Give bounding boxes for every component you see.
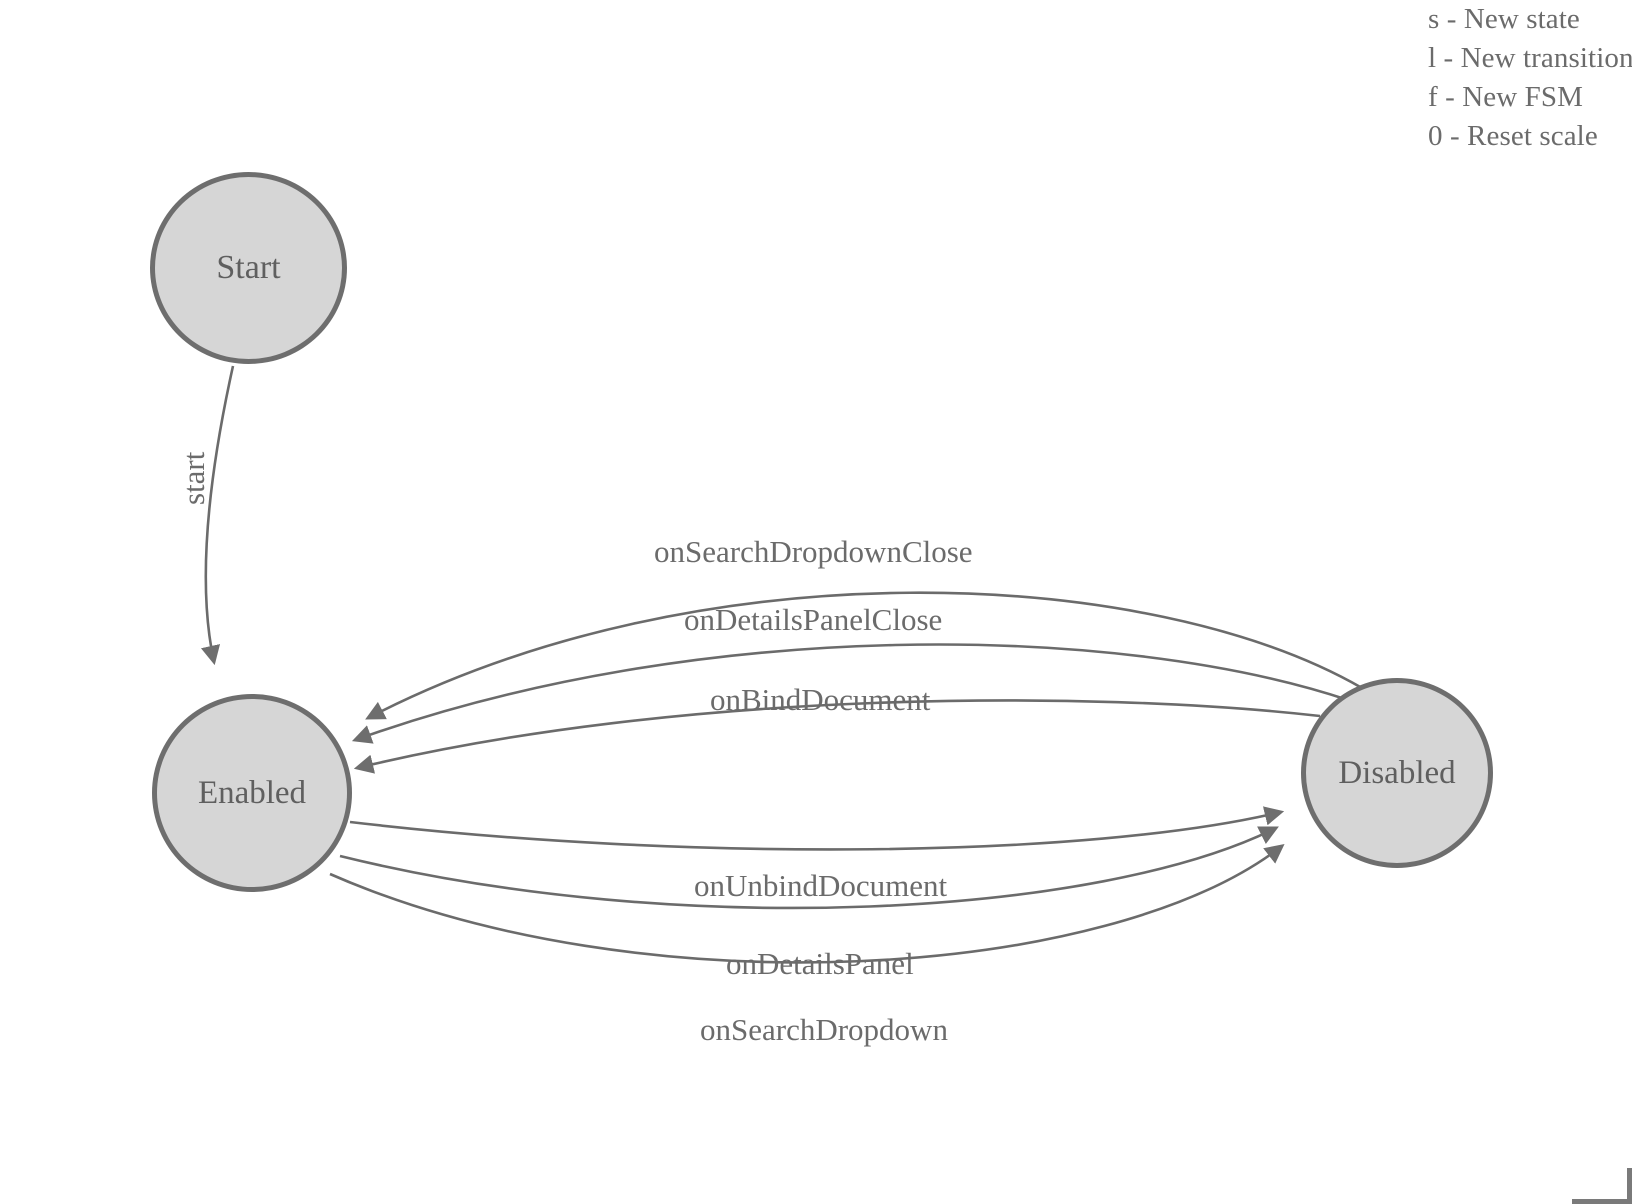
edge-label-start[interactable]: start: [176, 451, 211, 505]
edge-label-on-search-dropdown-close[interactable]: onSearchDropdownClose: [654, 534, 973, 569]
edge-disabled-to-enabled-bind[interactable]: [353, 699, 1321, 774]
edge-label-on-details-panel[interactable]: onDetailsPanel: [726, 946, 914, 981]
legend-line-new-fsm: f - New FSM: [1428, 81, 1583, 113]
legend-line-reset-scale: 0 - Reset scale: [1428, 120, 1598, 152]
edge-enabled-to-disabled-unbind[interactable]: [349, 806, 1285, 851]
legend-line-new-state: s - New state: [1428, 3, 1580, 35]
edge-label-on-details-panel-close[interactable]: onDetailsPanelClose: [684, 602, 943, 637]
legend-line-new-transition: l - New transition: [1428, 42, 1632, 74]
state-node-start[interactable]: Start: [150, 172, 347, 364]
viewport-corner-marker: [1572, 1168, 1632, 1204]
shortcut-legend: s - New state l - New transition f - New…: [1428, 0, 1632, 156]
edge-label-on-unbind-document[interactable]: onUnbindDocument: [694, 868, 948, 903]
state-node-disabled[interactable]: Disabled: [1301, 678, 1493, 868]
edge-enabled-to-disabled-searchdropdown[interactable]: [329, 844, 1285, 964]
edge-label-on-search-dropdown[interactable]: onSearchDropdown: [700, 1012, 948, 1047]
edge-disabled-to-enabled-searchclose[interactable]: [365, 591, 1363, 720]
state-label-enabled: Enabled: [197, 774, 307, 811]
edge-start-to-enabled[interactable]: [200, 365, 235, 666]
state-label-start: Start: [216, 249, 281, 286]
edge-enabled-to-disabled-detailspanel[interactable]: [339, 826, 1279, 910]
state-node-enabled[interactable]: Enabled: [152, 694, 352, 892]
edge-disabled-to-enabled-detailsclose[interactable]: [351, 643, 1349, 744]
state-label-disabled: Disabled: [1338, 754, 1456, 791]
edge-label-on-bind-document[interactable]: onBindDocument: [710, 682, 931, 717]
